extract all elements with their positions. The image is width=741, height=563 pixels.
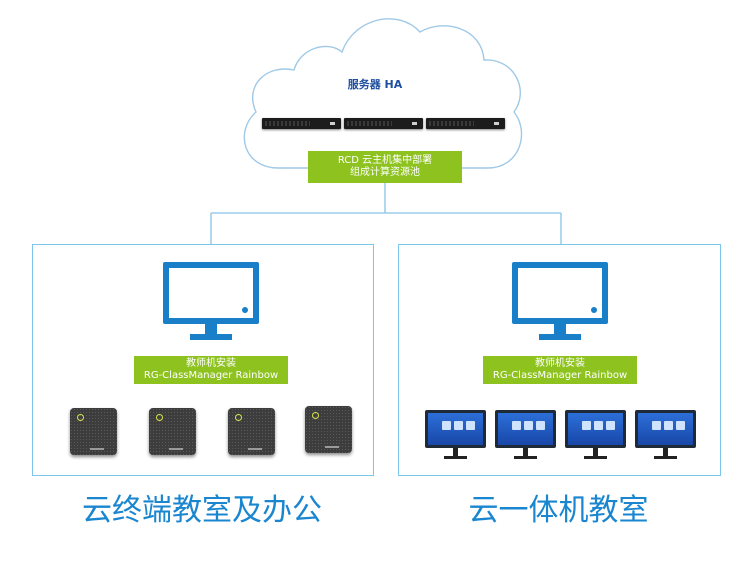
- aio-app-tile: [676, 421, 685, 430]
- right-teacher-label: 教师机安装 RG-ClassManager Rainbow: [483, 356, 637, 384]
- connector-lines: [210, 183, 562, 244]
- aio-base: [444, 456, 467, 459]
- power-indicator: [156, 414, 163, 421]
- left-teacher-label: 教师机安装 RG-ClassManager Rainbow: [134, 356, 288, 384]
- aio-app-tile: [606, 421, 615, 430]
- brand-logo: [325, 446, 339, 448]
- left-teacher-label-line1: 教师机安装: [186, 358, 236, 369]
- left-caption: 云终端教室及办公: [82, 493, 322, 528]
- aio-base: [514, 456, 537, 459]
- all-in-one-pc-icon: [495, 410, 556, 460]
- all-in-one-pc-icon: [425, 410, 486, 460]
- cloud-terminal-icon: [149, 408, 196, 455]
- brand-logo: [248, 448, 262, 450]
- cloud-title: 服务器 HA: [347, 78, 403, 91]
- aio-base: [584, 456, 607, 459]
- aio-screen: [565, 410, 626, 448]
- right-caption: 云一体机教室: [468, 493, 649, 528]
- cloud-terminal-icon: [70, 408, 117, 455]
- brand-logo: [90, 448, 104, 450]
- aio-app-tile: [512, 421, 521, 430]
- aio-screen-content: [638, 413, 693, 445]
- aio-screen-content: [498, 413, 553, 445]
- aio-base: [654, 456, 677, 459]
- resource-pool-label-line1: RCD 云主机集中部署: [337, 155, 433, 166]
- resource-pool-label: RCD 云主机集中部署 组成计算资源池: [308, 151, 462, 183]
- all-in-one-pc-icon: [635, 410, 696, 460]
- server-grill: [429, 121, 474, 126]
- aio-app-tile: [664, 421, 673, 430]
- power-indicator: [312, 412, 319, 419]
- right-teacher-label-line1: 教师机安装: [535, 358, 585, 369]
- cloud-terminal-icon: [228, 408, 275, 455]
- aio-app-tile: [594, 421, 603, 430]
- aio-app-tile: [454, 421, 463, 430]
- resource-pool-label-line2: 组成计算资源池: [350, 167, 420, 178]
- server-led: [412, 122, 417, 125]
- aio-screen: [425, 410, 486, 448]
- aio-app-tile: [442, 421, 451, 430]
- aio-screen-content: [568, 413, 623, 445]
- power-indicator: [235, 414, 242, 421]
- monitor-icon: [512, 262, 608, 340]
- aio-stand: [453, 448, 458, 457]
- cloud-terminal-icon: [305, 406, 352, 453]
- monitor-icon: [163, 262, 259, 340]
- power-indicator: [77, 414, 84, 421]
- aio-app-tile: [582, 421, 591, 430]
- server-icon: [426, 118, 505, 129]
- server-icon: [262, 118, 341, 129]
- server-grill: [265, 121, 310, 126]
- right-teacher-label-line2: RG-ClassManager Rainbow: [492, 370, 628, 381]
- aio-screen-content: [428, 413, 483, 445]
- aio-app-tile: [652, 421, 661, 430]
- aio-screen: [495, 410, 556, 448]
- aio-stand: [593, 448, 598, 457]
- aio-app-tile: [466, 421, 475, 430]
- server-grill: [347, 121, 392, 126]
- server-led: [330, 122, 335, 125]
- cloud-icon: [243, 18, 523, 169]
- aio-app-tile: [524, 421, 533, 430]
- aio-stand: [523, 448, 528, 457]
- left-teacher-label-line2: RG-ClassManager Rainbow: [143, 370, 279, 381]
- server-led: [494, 122, 499, 125]
- all-in-one-pc-icon: [565, 410, 626, 460]
- aio-screen: [635, 410, 696, 448]
- aio-app-tile: [536, 421, 545, 430]
- brand-logo: [169, 448, 183, 450]
- aio-stand: [663, 448, 668, 457]
- server-icon: [344, 118, 423, 129]
